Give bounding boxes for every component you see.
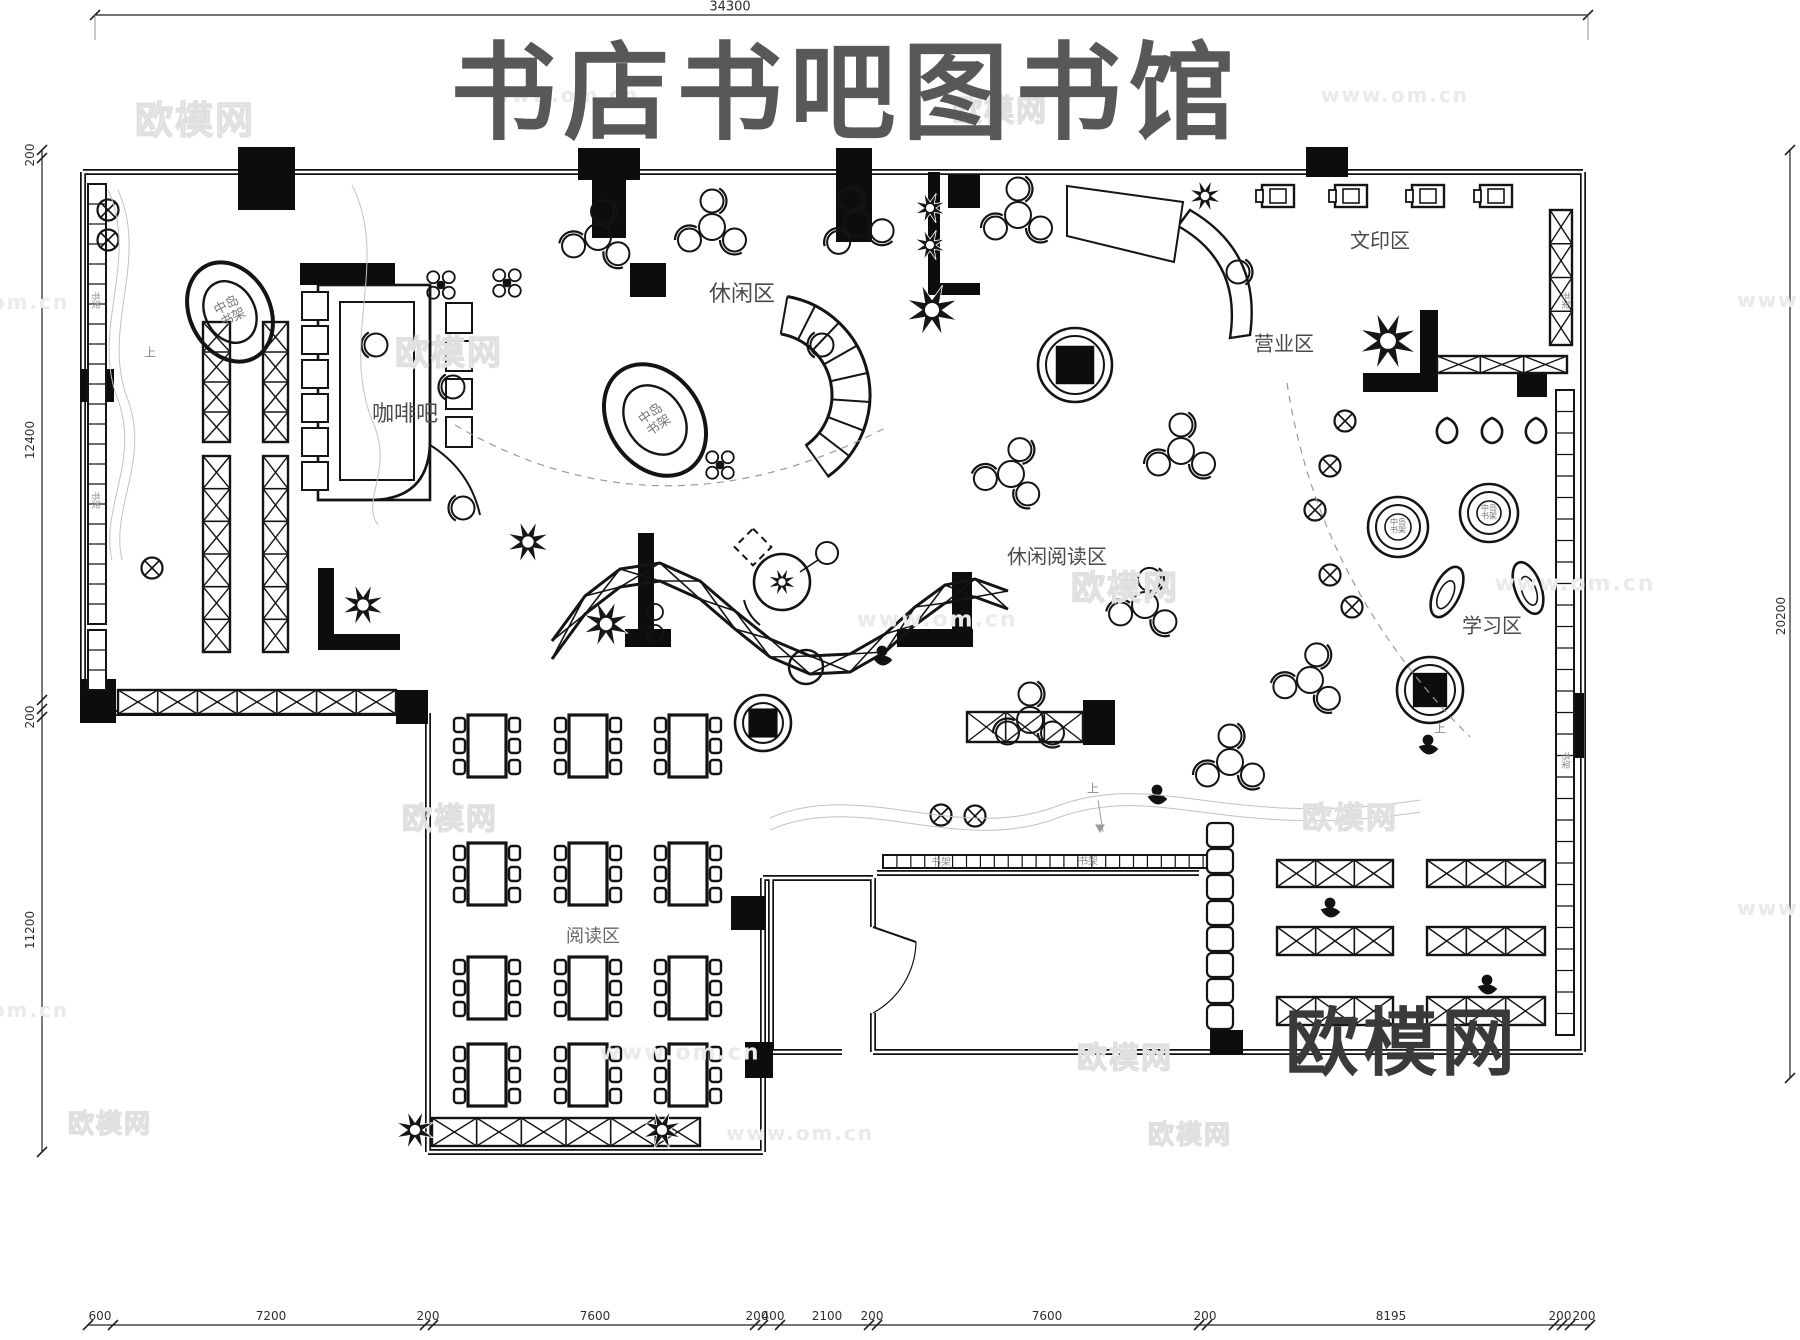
watermark-brand: 欧模网 — [951, 93, 1048, 129]
watermark-brand: 欧模网 — [1301, 800, 1398, 836]
dimension-bottom-10: 8195 — [1375, 1309, 1407, 1323]
watermark-url_short: om.cn — [0, 998, 70, 1022]
dimension-left-0: 200 — [23, 143, 37, 167]
label-shelf-2: 书架 — [89, 290, 100, 310]
dimension-right-0: 20200 — [1774, 596, 1788, 636]
dimension-bottom-5: 400 — [761, 1309, 785, 1323]
dimension-bottom-8: 7600 — [1031, 1309, 1063, 1323]
dimension-top-0: 34300 — [709, 0, 751, 15]
label-print-area: 文印区 — [1350, 228, 1410, 253]
watermark-url_short: om.cn — [0, 290, 70, 314]
label-leisure-area: 休闲区 — [708, 282, 776, 307]
label-shelf-3: 书架 — [89, 490, 100, 510]
watermark-www: www — [1737, 288, 1799, 312]
label-coffee-bar: 咖啡吧 — [371, 402, 439, 427]
dimension-left-3: 11200 — [23, 910, 37, 950]
dimension-bottom-0: 600 — [88, 1309, 112, 1323]
watermark-url: www.om.cn — [599, 1040, 761, 1066]
dimension-bottom-3: 7600 — [579, 1309, 611, 1323]
watermark-brand: 欧模网 — [1070, 568, 1179, 609]
dimension-left-1: 12400 — [23, 420, 37, 460]
label-island-shelf-2: 中岛书架 — [1390, 517, 1406, 535]
dimension-bottom-4: 200 — [745, 1309, 769, 1323]
watermark-brand: 欧模网 — [1076, 1040, 1173, 1076]
watermark-brand: 欧模网 — [401, 801, 498, 837]
dimension-bottom-1: 7200 — [255, 1309, 287, 1323]
watermark-url: www.om.cn — [1494, 571, 1656, 597]
dimension-bottom-6: 2100 — [811, 1309, 843, 1323]
label-leisure-reading: 休闲阅读区 — [1007, 544, 1107, 569]
label-up-7: 上 — [1086, 781, 1100, 796]
label-shelf-4: 书架 — [1559, 290, 1570, 310]
watermark-url: www.om.cn — [1320, 83, 1470, 107]
label-up-8: 上 — [1433, 721, 1447, 736]
watermark-brand: 欧模网 — [394, 333, 503, 374]
label-shelf-5: 书架 — [1559, 750, 1570, 770]
watermark-brand: 欧模网 — [134, 98, 256, 143]
dimension-bottom-9: 200 — [1193, 1309, 1217, 1323]
watermark-www: www — [1737, 896, 1799, 920]
watermark-brand: 欧模网 — [1147, 1120, 1233, 1151]
label-study-area: 学习区 — [1462, 613, 1522, 638]
watermark-url: www.om.cn — [490, 83, 640, 107]
label-reading-area: 阅读区 — [566, 926, 620, 947]
site-logo: 欧模网 — [1285, 1000, 1519, 1087]
label-island-shelf-3: 中岛书架 — [1481, 503, 1497, 521]
label-shelf-1: 书架 — [1078, 856, 1098, 868]
page-title: 书店书吧图书馆 — [450, 32, 1242, 155]
dimension-bottom-2: 200 — [416, 1309, 440, 1323]
watermark-url: www.om.cn — [856, 607, 1018, 633]
dimension-bottom-7: 200 — [860, 1309, 884, 1323]
label-up-6: 上 — [143, 345, 157, 360]
watermark-brand: 欧模网 — [67, 1109, 153, 1140]
dimension-left-2: 200 — [23, 705, 37, 729]
dimension-bottom-12: 200 — [1572, 1309, 1596, 1323]
dimension-bottom-11: 200 — [1548, 1309, 1572, 1323]
label-shelf-0: 书架 — [931, 857, 951, 869]
label-business-area: 营业区 — [1254, 331, 1314, 356]
watermark-url: www.om.cn — [725, 1121, 875, 1145]
